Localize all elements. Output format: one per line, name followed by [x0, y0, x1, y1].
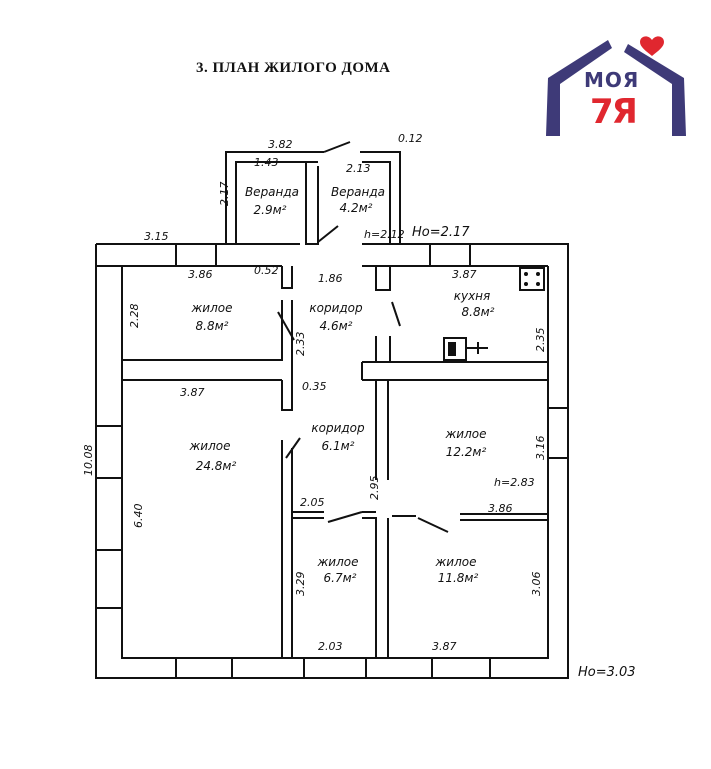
room-label: кухня — [454, 289, 491, 303]
dim: 3.15 — [144, 230, 169, 243]
room-area: 6.1м² — [322, 439, 355, 453]
dim: 2.35 — [534, 328, 547, 353]
veranda-entrance — [323, 141, 351, 153]
wall-corridor-right — [375, 266, 391, 291]
room-label: Веранда — [245, 185, 299, 199]
dim: 3.86 — [188, 268, 213, 281]
dim: 0.52 — [254, 264, 279, 277]
room-area: 8.8м² — [462, 305, 495, 319]
window — [95, 425, 123, 479]
dim: 2.17 — [218, 182, 231, 207]
room-area: 12.2м² — [446, 445, 487, 459]
door — [391, 301, 401, 327]
window — [303, 657, 367, 679]
wall-corridor-right-3 — [375, 380, 389, 480]
door — [327, 511, 363, 523]
dim: 0.35 — [302, 380, 327, 393]
door — [277, 311, 295, 341]
dim: 3.82 — [268, 138, 293, 151]
dim: 2.33 — [294, 332, 307, 357]
veranda-divider — [305, 162, 319, 245]
dim: 2.95 — [368, 476, 381, 501]
dim: 2.28 — [128, 304, 141, 329]
wall-lower-3 — [362, 511, 389, 658]
wall-corridor-left-2 — [281, 300, 293, 411]
room-label: жилое — [434, 555, 476, 569]
wall-corridor-left — [281, 266, 293, 289]
room-area: 24.8м² — [196, 459, 237, 473]
top-wall-right — [362, 243, 568, 267]
door — [417, 517, 449, 533]
room-label: жилое — [316, 555, 358, 569]
room-area: 2.9м² — [254, 203, 287, 217]
window — [175, 657, 233, 679]
dim: 3.87 — [432, 640, 457, 653]
dim: Hо=3.03 — [578, 665, 636, 680]
wall-lower-4 — [460, 513, 548, 521]
veranda-inner — [235, 161, 391, 244]
logo-mark: 7Я — [590, 92, 638, 132]
dim: 3.06 — [530, 572, 543, 597]
room-label: жилое — [190, 301, 232, 315]
veranda-walls — [225, 151, 401, 244]
window — [95, 549, 123, 609]
dim: 2.13 — [346, 162, 371, 175]
dim: 1.86 — [318, 272, 343, 285]
top-wall-left — [96, 243, 300, 267]
dim: 3.86 — [488, 502, 513, 515]
dim: 0.12 — [398, 132, 423, 145]
dim: Hо=2.17 — [412, 225, 470, 240]
room-area: 11.8м² — [438, 571, 479, 585]
page-title: 3. ПЛАН ЖИЛОГО ДОМА — [196, 60, 391, 76]
wall-kitchen-bottom — [361, 361, 548, 381]
window — [431, 657, 491, 679]
window — [175, 243, 217, 267]
heart-icon — [640, 36, 664, 56]
room-area: 6.7м² — [324, 571, 357, 585]
veranda-door — [317, 225, 339, 243]
dim: 3.16 — [534, 436, 547, 461]
room-label: жилое — [188, 439, 230, 453]
room-area: 4.2м² — [340, 201, 373, 215]
dim: 3.87 — [180, 386, 205, 399]
room-label: Веранда — [331, 185, 385, 199]
dim: h=2.12 — [364, 228, 405, 241]
wall-lower-2 — [292, 511, 324, 519]
door — [285, 437, 301, 459]
roof-left-icon — [546, 40, 612, 136]
room-area: 4.6м² — [320, 319, 353, 333]
roof-right-icon — [624, 44, 686, 136]
brand-logo — [546, 36, 686, 136]
window — [547, 407, 569, 459]
dim: 1.43 — [254, 156, 279, 169]
wall-corridor-right-2 — [375, 336, 391, 362]
room-area: 8.8м² — [196, 319, 229, 333]
dim: h=2.83 — [494, 476, 535, 489]
room-label: коридор — [311, 421, 365, 435]
room-label: коридор — [309, 301, 363, 315]
wall-lower — [281, 440, 293, 658]
dim: 3.29 — [294, 572, 307, 597]
dim: 2.05 — [300, 496, 325, 509]
boiler-pipe — [466, 342, 488, 354]
dim: 10.08 — [82, 445, 95, 477]
dim: 3.87 — [452, 268, 477, 281]
dim: 2.03 — [318, 640, 343, 653]
stove — [519, 267, 545, 291]
dim: 6.40 — [132, 504, 145, 529]
logo-word: МОЯ — [584, 68, 640, 92]
window — [429, 243, 471, 267]
room-label: жилое — [444, 427, 486, 441]
